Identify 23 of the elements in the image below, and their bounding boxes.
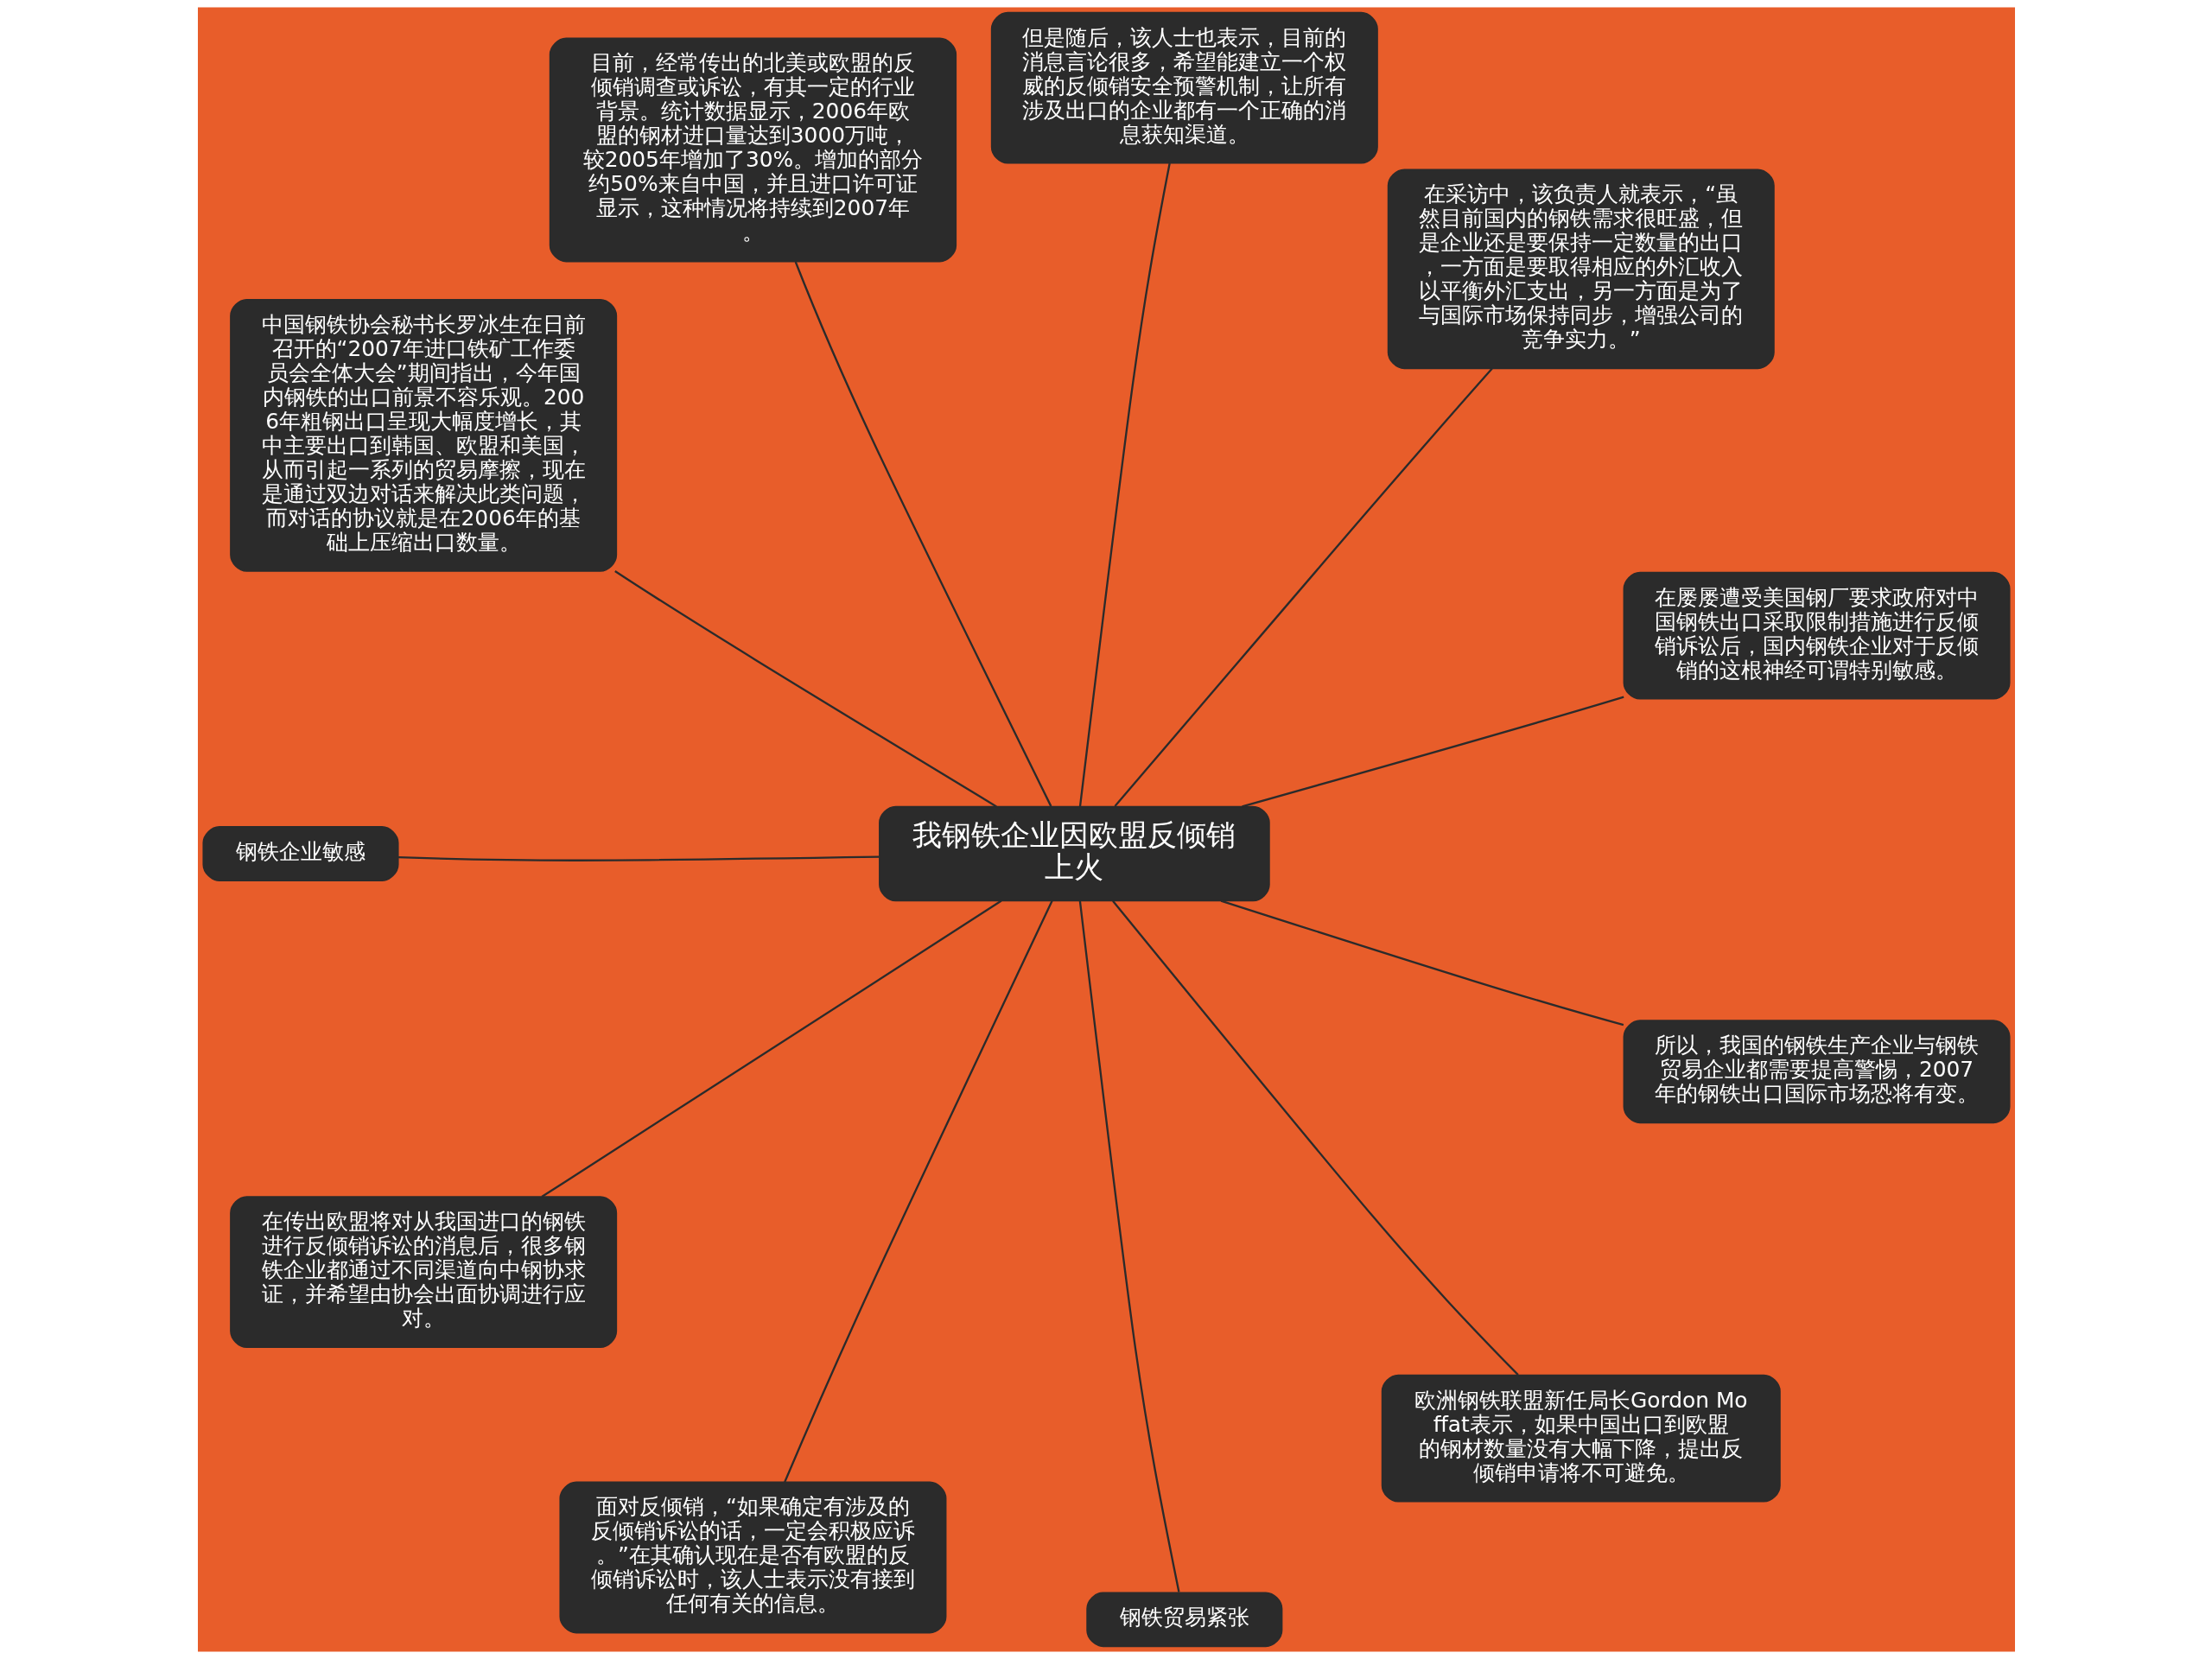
node-box: 在采访中，该负责人就表示，“虽然目前国内的钢铁需求很旺盛，但是企业还是要保持一定数量的出口，一方面是要取得相应的外汇收入以平衡外汇支出，另一方面是为了与国际市场保持同步，增强公司的竞争实力。” bbox=[1387, 168, 1775, 370]
node-box: 目前，经常传出的北美或欧盟的反倾销调查或诉讼，有其一定的行业背景。统计数据显示，2006年欧盟的钢材进口量达到3000万吨，较2005年增加了30%。增加的部分约50%来自中国，并且进口许可证显示，这种情况将持续到2007年。 bbox=[549, 37, 957, 263]
connector bbox=[783, 900, 1053, 1483]
connector bbox=[1111, 899, 1519, 1376]
connector bbox=[794, 261, 1052, 807]
node-box: 但是随后，该人士也表示，目前的消息言论很多，希望能建立一个权威的反倾销安全预警机制，让所有涉及出口的企业都有一个正确的消息获知渠道。 bbox=[990, 11, 1378, 164]
node-box: 钢铁贸易紧张 bbox=[1085, 1592, 1282, 1648]
connector bbox=[613, 570, 997, 808]
connector bbox=[540, 899, 1001, 1198]
node-box: 面对反倾销，“如果确定有涉及的反倾销诉讼的话，一定会积极应诉。”在其确认现在是否有欧盟的反倾销诉讼时，该人士表示没有接到任何有关的信息。 bbox=[558, 1481, 946, 1634]
node-box: 欧洲钢铁联盟新任局长Gordon Moffat表示，如果中国出口到欧盟的钢材数量没有大幅下降，提出反倾销申请将不可避免。 bbox=[1381, 1374, 1781, 1503]
node-box: 在传出欧盟将对从我国进口的钢铁进行反倾销诉讼的消息后，很多钢铁企业都通过不同渠道向中钢协求证，并希望由协会出面协调进行应对。 bbox=[229, 1196, 617, 1348]
connector bbox=[397, 855, 879, 861]
node-box: 我钢铁企业因欧盟反倾销上火 bbox=[878, 805, 1270, 902]
node-box: 在屡屡遭受美国钢厂要求政府对中国钢铁出口采取限制措施进行反倾销诉讼后，国内钢铁企业对于反倾销的这根神经可谓特别敏感。 bbox=[1623, 571, 2011, 700]
connector bbox=[1078, 162, 1171, 807]
connector bbox=[1241, 696, 1624, 808]
connector bbox=[1220, 899, 1624, 1027]
connector bbox=[1078, 900, 1180, 1592]
node-box: 所以，我国的钢铁生产企业与钢铁贸易企业都需要提高警惕，2007年的钢铁出口国际市场恐将有变。 bbox=[1623, 1020, 2011, 1124]
node-box: 中国钢铁协会秘书长罗冰生在日前召开的“2007年进口铁矿工作委员会全体大会”期间指出，今年国内钢铁的出口前景不容乐观。2006年粗钢出口呈现大幅度增长，其中主要出口到韩国、欧盟和美国，从而引起一系列的贸易摩擦，现在是通过双边对话来解决此类问题，而对话的协议就是在2006年的基础上压缩出口数量。 bbox=[229, 299, 617, 572]
connector bbox=[1114, 367, 1493, 807]
node-box: 钢铁企业敏感 bbox=[201, 826, 399, 881]
